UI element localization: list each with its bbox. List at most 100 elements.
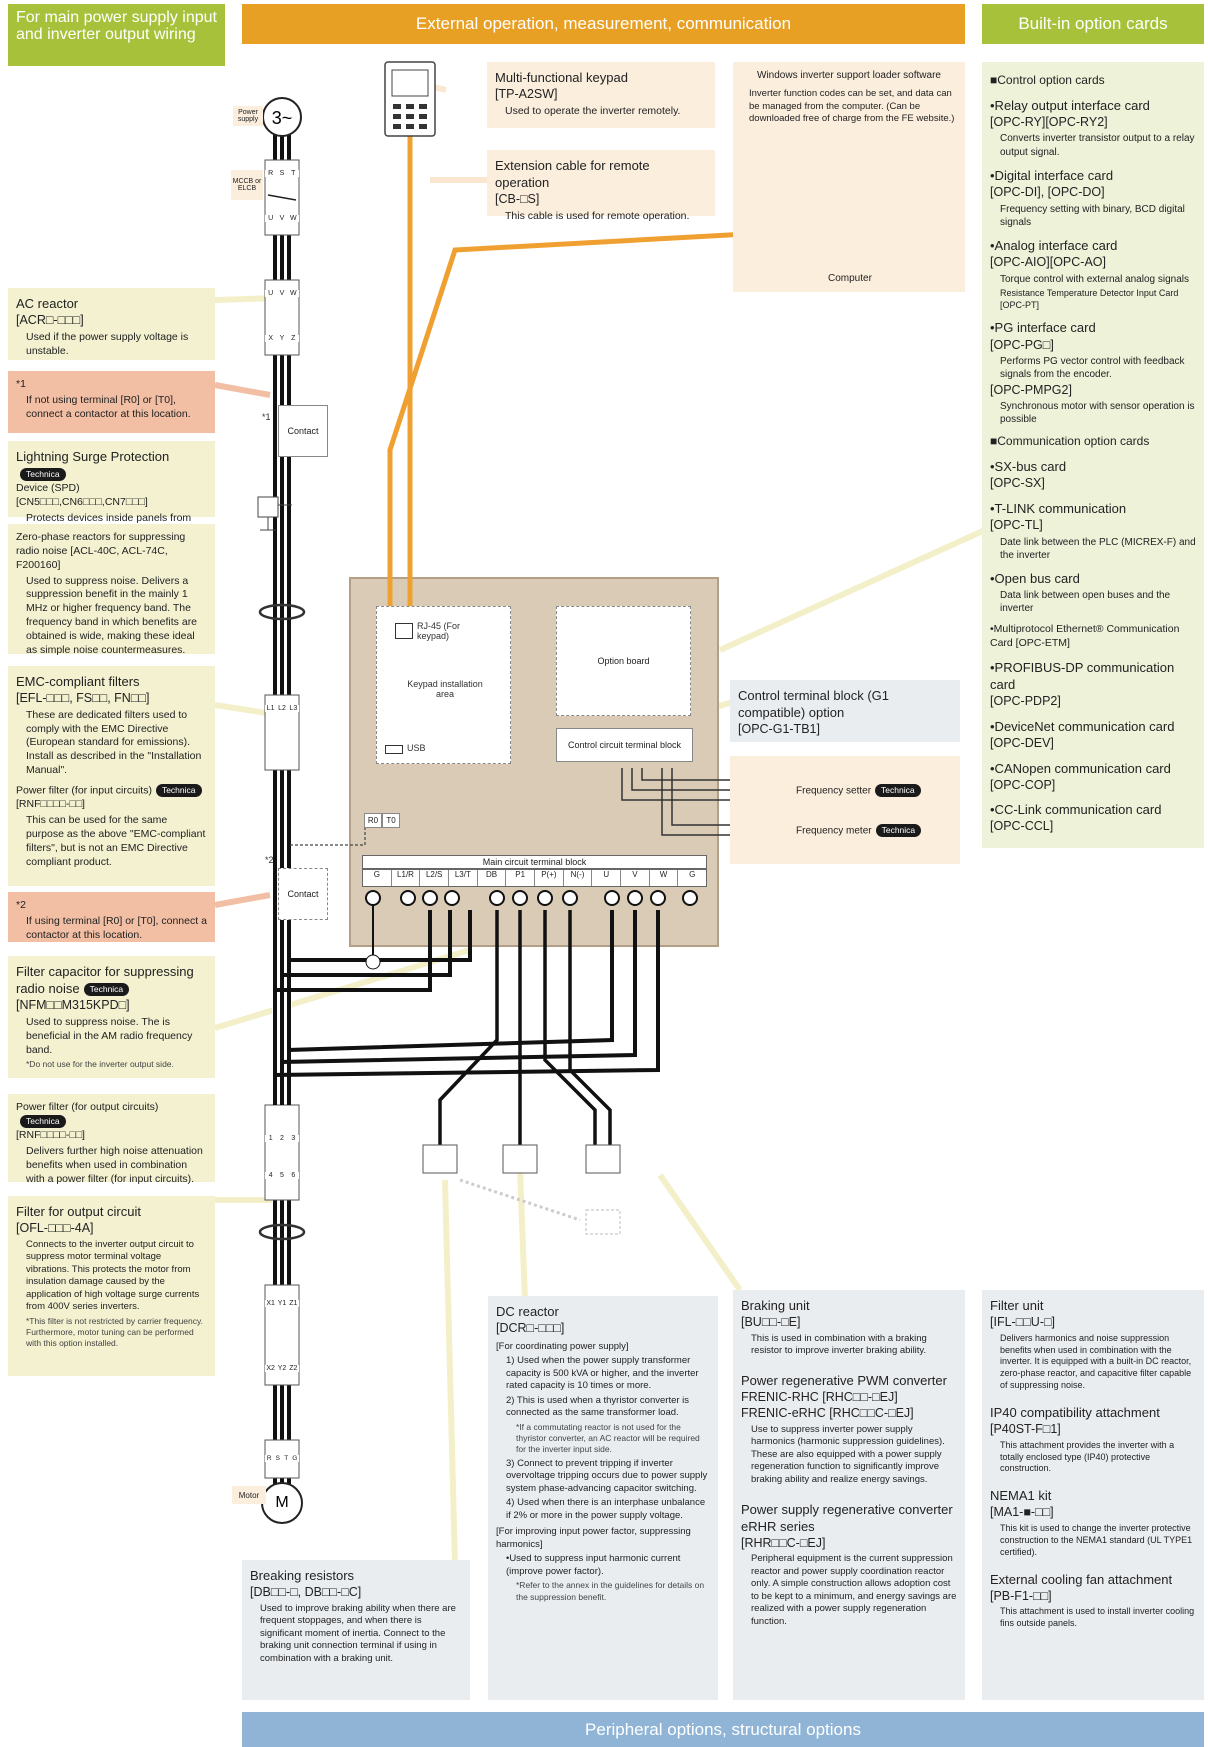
card-body: Date link between the PLC (MICREX-F) and… bbox=[1000, 536, 1196, 561]
filter-unit-body: Delivers harmonics and noise suppression… bbox=[1000, 1332, 1192, 1391]
power-supply-label: Power supply bbox=[233, 106, 263, 126]
ip40-body: This attachment provides the inverter wi… bbox=[1000, 1439, 1175, 1474]
technica-badge[interactable]: Technica bbox=[155, 783, 202, 798]
zero-phase-ring-2 bbox=[258, 1223, 306, 1241]
pf-out-code: [RNF□□□□-□□] bbox=[16, 1129, 85, 1142]
comm-card-item: •Multiprotocol Ethernet® Communication C… bbox=[990, 623, 1196, 651]
g1tb-title: Control terminal block (G1 compatible) o… bbox=[738, 688, 889, 721]
contact-2-text: Contact bbox=[287, 889, 319, 899]
x2-labels: X2 Y2 Z2 bbox=[265, 1365, 299, 1372]
peripheral-header: Peripheral options, structural options bbox=[242, 1712, 1204, 1747]
x1-b: Y1 bbox=[276, 1300, 288, 1307]
builtin-panel: ■Control option cards •Relay output inte… bbox=[982, 62, 1204, 848]
mt-db: DB bbox=[478, 870, 507, 886]
braking-resistor-box bbox=[422, 1144, 458, 1174]
card-code: [OPC-PG□] bbox=[990, 337, 1054, 352]
external-header-text: External operation, measurement, communi… bbox=[415, 14, 792, 33]
control-card-item: •Analog interface card [OPC-AIO][OPC-AO]… bbox=[990, 237, 1196, 312]
card-code: [OPC-TL] bbox=[990, 518, 1043, 533]
fan-code: [PB-F1-□□] bbox=[990, 1588, 1052, 1603]
main-power-header: For main power supply input and inverter… bbox=[8, 4, 225, 66]
card-body: Converts inverter transistor output to a… bbox=[1000, 133, 1195, 158]
rst-s: S bbox=[276, 170, 288, 177]
nema1-title: NEMA1 kit bbox=[990, 1488, 1052, 1504]
ac-reactor-title: AC reactor bbox=[16, 296, 79, 311]
fan-body: This attachment is used to install inver… bbox=[1000, 1606, 1195, 1629]
keypad-cable bbox=[387, 135, 821, 750]
braking-unit-resistor-box bbox=[585, 1209, 621, 1235]
dc-reactor-title: DC reactor bbox=[496, 1304, 559, 1319]
n-3: 3 bbox=[287, 1135, 299, 1142]
acr-u: U bbox=[265, 290, 277, 297]
comm-card-item: •CANopen communication card [OPC-COP] bbox=[990, 760, 1196, 794]
mt-p1: P1 bbox=[506, 870, 536, 886]
main-circuit-tb: Main circuit terminal block bbox=[362, 855, 707, 869]
x2-b: Y2 bbox=[276, 1365, 288, 1372]
card-title: •DeviceNet communication card bbox=[990, 718, 1175, 734]
note1-mark: *1 bbox=[16, 378, 26, 390]
pf-out-title: Power filter (for output circuits)Techni… bbox=[16, 1101, 207, 1129]
ofl-title: Filter for output circuit bbox=[16, 1204, 141, 1219]
builtin-header-text: Built-in option cards bbox=[1018, 14, 1168, 33]
loader-info: Windows inverter support loader software… bbox=[733, 62, 965, 292]
zero-phase-ring-1 bbox=[258, 603, 306, 621]
technica-badge[interactable]: Technica bbox=[20, 1114, 66, 1129]
mt-g2: G bbox=[689, 870, 696, 879]
mt-v: V bbox=[621, 870, 650, 886]
nema1-code: [MA1-■-□□] bbox=[990, 1505, 1054, 1520]
erhr-title: Power supply regenerative converter eRHR… bbox=[741, 1501, 953, 1534]
g1tb-info: Control terminal block (G1 compatible) o… bbox=[730, 680, 960, 742]
peripheral-header-text: Peripheral options, structural options bbox=[585, 1719, 861, 1739]
note1-body: If not using terminal [R0] or [T0], conn… bbox=[26, 393, 191, 420]
technica-badge[interactable]: Technica bbox=[83, 983, 130, 997]
mot-g: G bbox=[290, 1455, 299, 1462]
mot-t: T bbox=[282, 1455, 291, 1462]
dc-note2: *If a commutating reactor is not used fo… bbox=[516, 1421, 700, 1455]
card-code: [OPC-DI], [OPC-DO] bbox=[990, 185, 1105, 200]
n-4: 4 bbox=[265, 1172, 277, 1179]
n-2: 2 bbox=[276, 1135, 288, 1142]
svg-text:M: M bbox=[275, 1494, 288, 1511]
emc-title: EMC-compliant filters bbox=[16, 674, 140, 689]
dc-reactor-box bbox=[502, 1144, 538, 1174]
keypad-area-label: Keypad installation area bbox=[405, 679, 485, 699]
erhr-body: Peripheral equipment is the current supp… bbox=[751, 1553, 957, 1627]
card-extra: Resistance Temperature Detector Input Ca… bbox=[1000, 287, 1179, 310]
card-title: •Digital interface card bbox=[990, 167, 1114, 183]
card-code: [OPC-PDP2] bbox=[990, 694, 1061, 709]
contact-2-box: Contact bbox=[278, 868, 328, 920]
x1-c: Z1 bbox=[287, 1300, 299, 1307]
filter-cap-title-text: Filter capacitor for suppressing radio n… bbox=[16, 964, 194, 997]
filter-cap-title: Filter capacitor for suppressing radio n… bbox=[16, 963, 207, 997]
ac-symbol: 3~ bbox=[272, 108, 293, 128]
card-title: •Analog interface card bbox=[990, 237, 1118, 253]
resistors-code: [DB□□-□, DB□□-□C] bbox=[250, 1585, 362, 1600]
card-code: [OPC-CCL] bbox=[990, 819, 1054, 834]
card-title: •Multiprotocol Ethernet® Communication C… bbox=[990, 623, 1180, 650]
fan-title: External cooling fan attachment bbox=[990, 1571, 1173, 1587]
technica-badge[interactable]: Technica bbox=[875, 784, 921, 798]
spd-device bbox=[257, 496, 279, 518]
external-header: External operation, measurement, communi… bbox=[242, 4, 965, 44]
note1-info: *1 If not using terminal [R0] or [T0], c… bbox=[8, 371, 215, 433]
filter-unit-title: Filter unit bbox=[990, 1298, 1044, 1313]
erhr-code: [RHR□□C-□EJ] bbox=[741, 1535, 826, 1550]
rst-labels: R S T bbox=[265, 170, 299, 177]
keypad-installation-area: RJ-45 (For keypad) Keypad installation a… bbox=[376, 606, 511, 764]
control-cards-header: ■Control option cards bbox=[990, 73, 1105, 87]
acr-uvw-labels: U V W bbox=[265, 290, 299, 297]
motor-text: Motor bbox=[238, 1490, 260, 1500]
rj45-text: RJ-45 (For keypad) bbox=[417, 621, 461, 641]
g1tb-code: [OPC-G1-TB1] bbox=[738, 722, 820, 737]
dc-wiring bbox=[438, 910, 612, 1145]
technica-badge[interactable]: Technica bbox=[20, 468, 66, 482]
pwm-code2: FRENIC-eRHC [RHC□□C-□EJ] bbox=[741, 1406, 914, 1421]
star2-label: *2 bbox=[265, 855, 274, 865]
comm-card-item: •Open bus card Data link between open bu… bbox=[990, 570, 1196, 616]
dc-reactor-code: [DCR□-□□□] bbox=[496, 1321, 565, 1336]
card-code: [OPC-DEV] bbox=[990, 736, 1054, 751]
technica-badge[interactable]: Technica bbox=[875, 824, 922, 838]
card-code: [OPC-SX] bbox=[990, 476, 1045, 491]
